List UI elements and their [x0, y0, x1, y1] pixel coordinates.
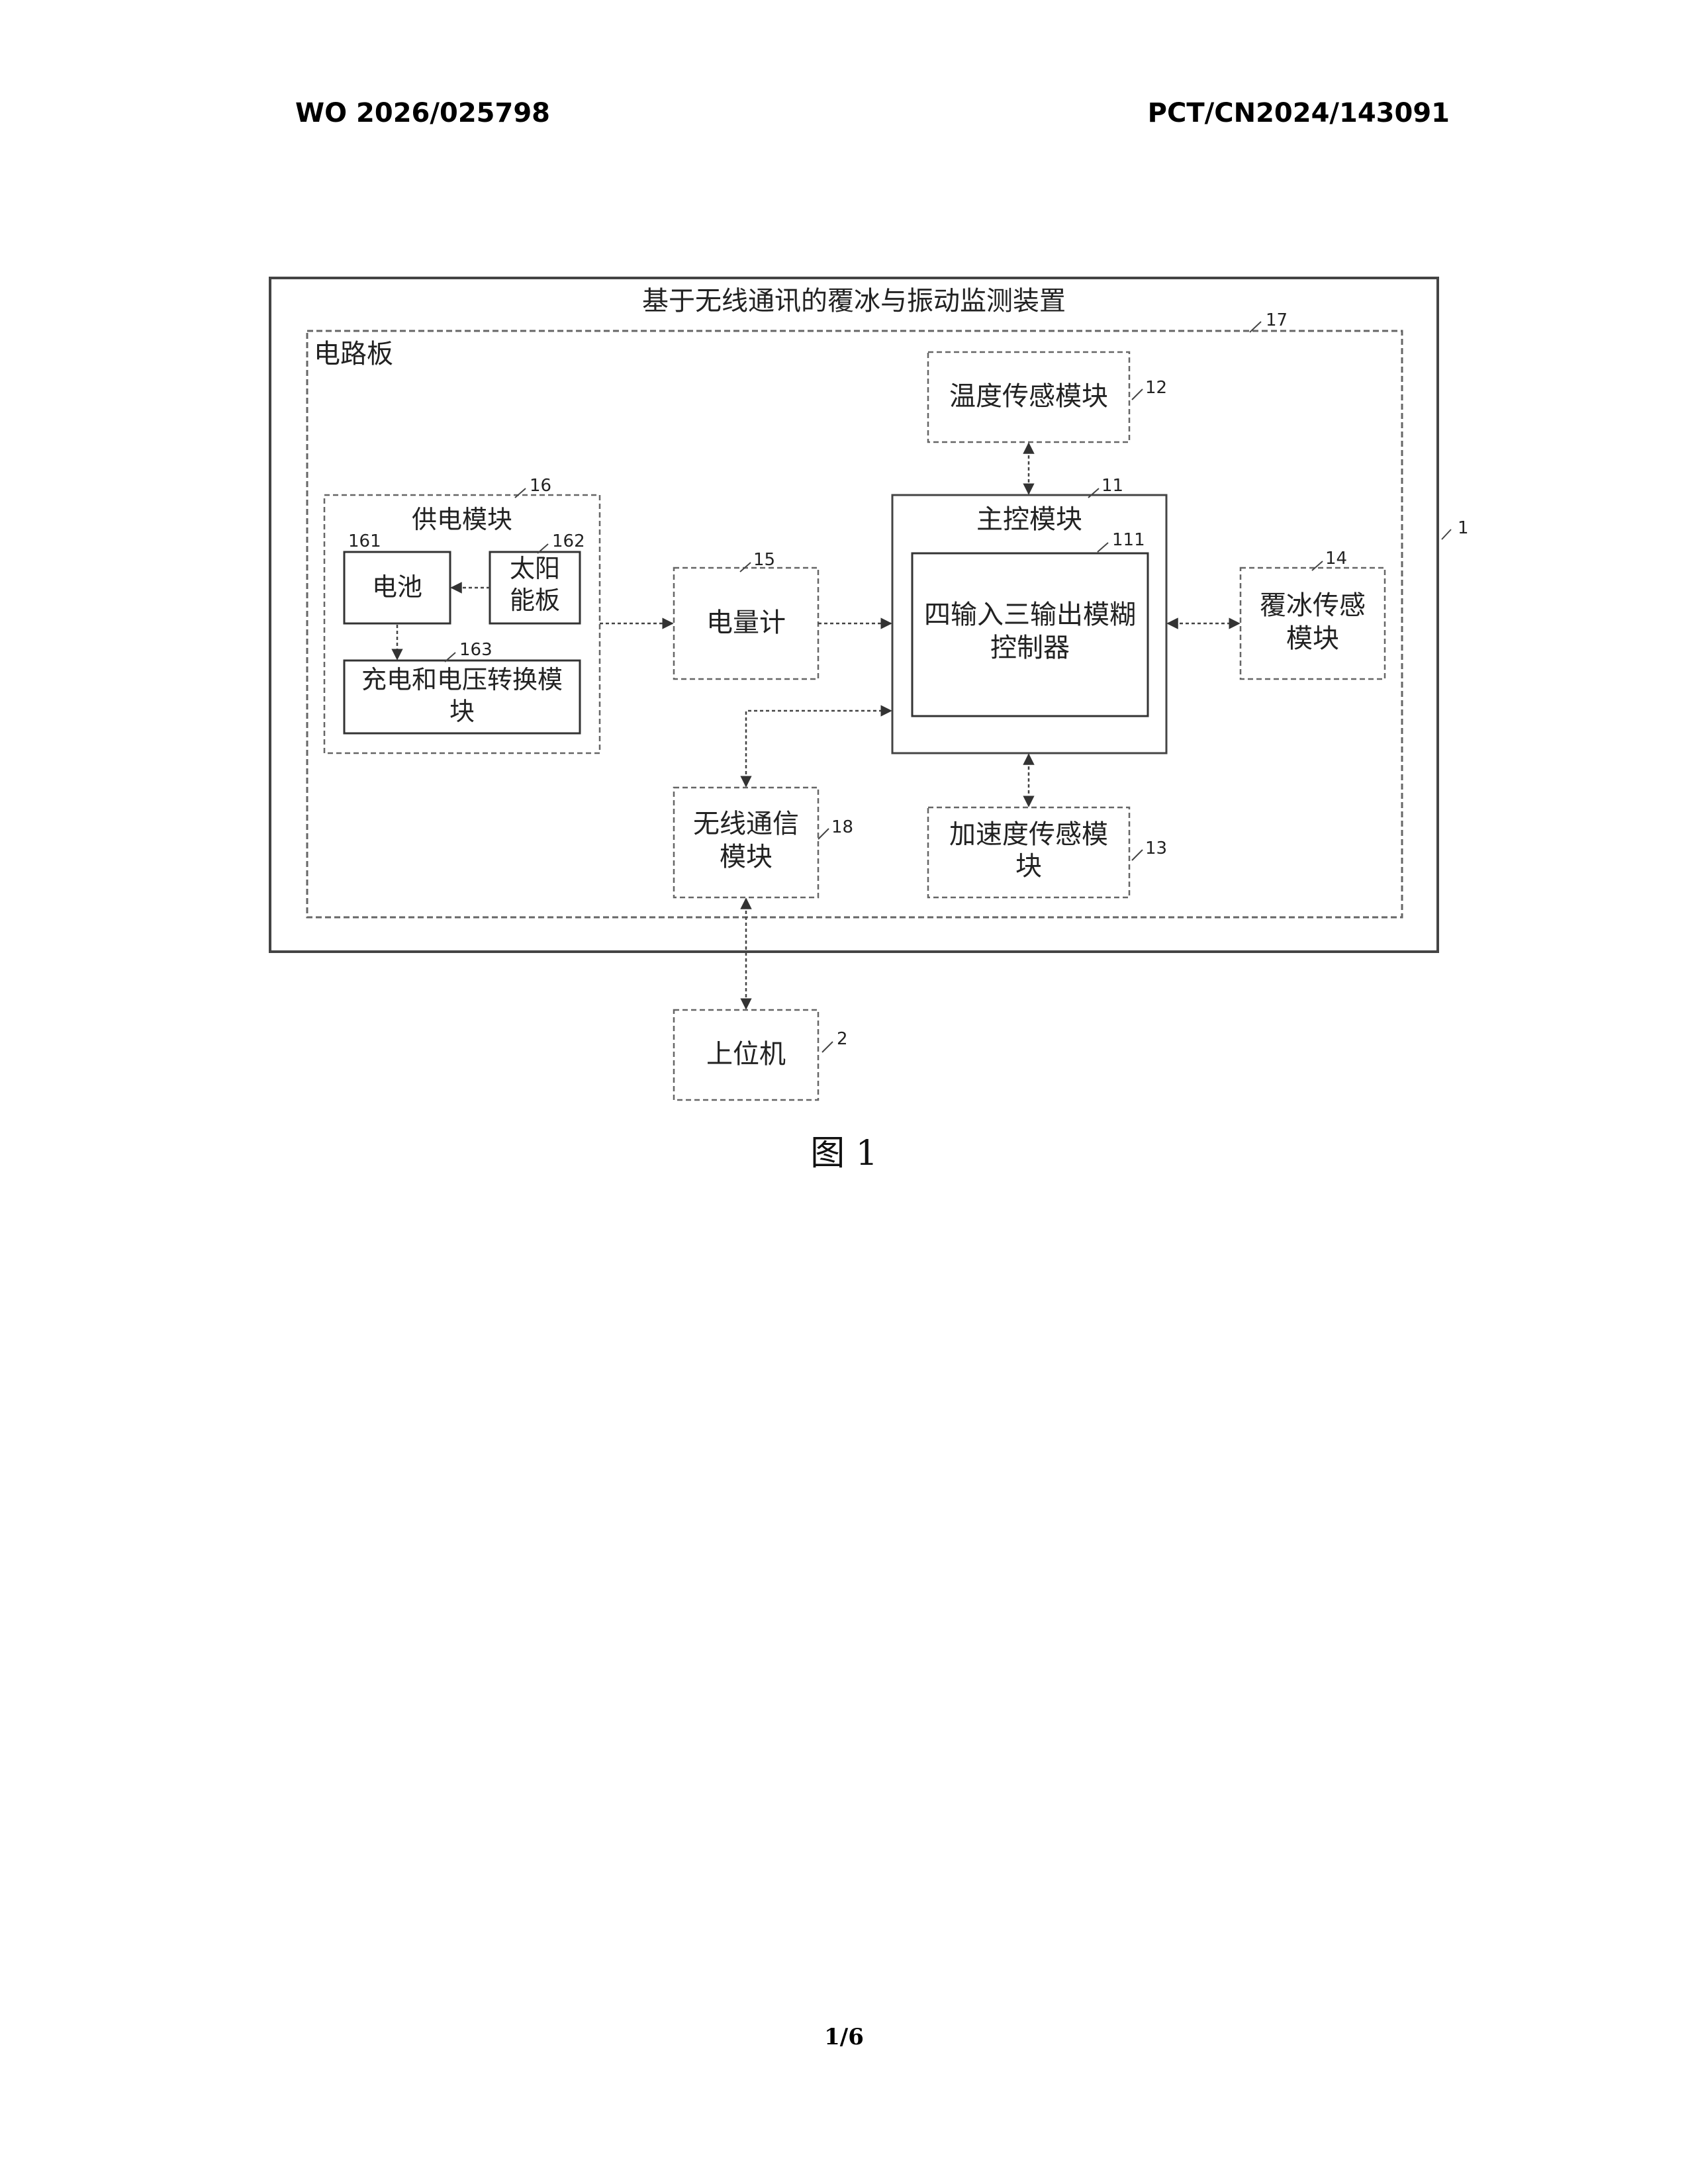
- solar-panel-ref: 162: [552, 531, 585, 551]
- solar-panel-line2: 能板: [510, 586, 560, 615]
- wireless-module-ref: 18: [831, 817, 853, 837]
- fuzzy-controller-ref-leader: [1098, 543, 1108, 552]
- icing-sensor-ref: 14: [1325, 549, 1347, 569]
- host-computer-label: 上位机: [706, 1039, 786, 1069]
- arrow-wireless-main: [746, 711, 891, 786]
- power-meter-ref-leader: [740, 563, 751, 572]
- icing-sensor-line2: 模块: [1286, 623, 1339, 654]
- board-ref: 17: [1266, 310, 1288, 330]
- main-control-label: 主控模块: [976, 504, 1082, 535]
- icing-sensor-line1: 覆冰传感: [1260, 590, 1366, 621]
- fuzzy-controller-line2: 控制器: [990, 633, 1070, 663]
- circuit-board-label: 电路板: [314, 339, 393, 369]
- wireless-module-line2: 模块: [720, 842, 773, 872]
- power-meter-ref: 15: [753, 550, 775, 570]
- acceleration-sensor-ref: 13: [1145, 839, 1167, 858]
- device-ref-leader: [1442, 529, 1451, 539]
- figure-caption: 图 1: [0, 1125, 1688, 1175]
- temperature-sensor-label: 温度传感模块: [949, 381, 1108, 412]
- battery-ref: 161: [348, 531, 381, 551]
- acceleration-sensor-line1: 加速度传感模: [949, 819, 1108, 850]
- temperature-sensor-ref-leader: [1132, 389, 1143, 400]
- power-module-ref: 16: [530, 476, 551, 496]
- wireless-module-line1: 无线通信: [693, 809, 799, 839]
- device-title: 基于无线通讯的覆冰与振动监测装置: [642, 286, 1066, 316]
- main-control-ref: 11: [1102, 476, 1123, 496]
- temperature-sensor-ref: 12: [1145, 378, 1167, 398]
- power-meter-label: 电量计: [706, 608, 786, 638]
- charge-converter-line1: 充电和电压转换模: [361, 665, 563, 694]
- charge-converter-ref: 163: [459, 640, 492, 660]
- fuzzy-controller-line1: 四输入三输出模糊: [924, 600, 1136, 630]
- acceleration-sensor-line2: 块: [1015, 851, 1042, 882]
- host-computer-ref-leader: [822, 1042, 833, 1052]
- power-module-ref-leader: [515, 488, 526, 498]
- power-module-label: 供电模块: [412, 505, 512, 534]
- icing-sensor-ref-leader: [1312, 561, 1323, 570]
- battery-label: 电池: [372, 572, 422, 602]
- acceleration-sensor-ref-leader: [1132, 850, 1143, 860]
- page-number: 1/6: [0, 2024, 1688, 2050]
- host-computer-ref: 2: [837, 1029, 848, 1049]
- device-ref: 1: [1458, 518, 1469, 538]
- charge-converter-line2: 块: [449, 697, 475, 726]
- main-control-ref-leader: [1088, 488, 1099, 498]
- fuzzy-controller-ref: 111: [1112, 530, 1145, 550]
- solar-panel-line1: 太阳: [510, 554, 560, 583]
- wireless-module-ref-leader: [818, 829, 829, 839]
